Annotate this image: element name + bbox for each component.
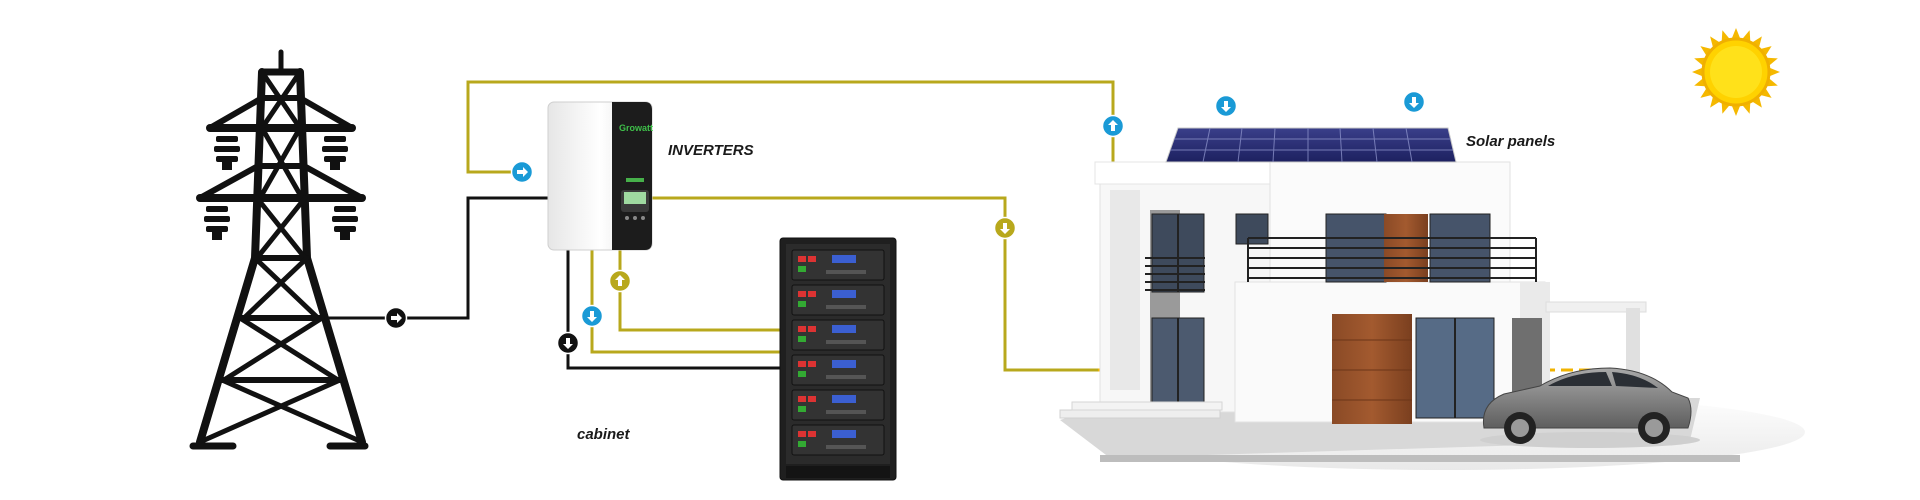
wire-inverter-cabinet-olive-1 bbox=[590, 250, 780, 354]
battery-module bbox=[791, 249, 885, 281]
arrow-icon bbox=[993, 216, 1017, 240]
battery-module bbox=[791, 354, 885, 386]
arrow-icon bbox=[510, 160, 534, 184]
solar-panel-icon bbox=[1165, 127, 1457, 163]
sun-ray bbox=[1721, 102, 1730, 114]
arrow-icon bbox=[608, 269, 632, 293]
transmission-tower-icon bbox=[189, 49, 369, 450]
sun-ray bbox=[1710, 36, 1720, 48]
wire-solar-to-inverter bbox=[466, 80, 1115, 250]
sun-ray bbox=[1760, 46, 1772, 56]
arrow-badges bbox=[384, 90, 1426, 355]
sun-ray bbox=[1721, 30, 1730, 42]
sun-ray bbox=[1752, 36, 1762, 48]
sun-ray bbox=[1700, 46, 1712, 56]
sun-ray bbox=[1760, 88, 1772, 98]
sun-ray bbox=[1692, 67, 1703, 77]
sun-ray bbox=[1694, 78, 1706, 87]
battery-module bbox=[791, 319, 885, 351]
sun-ray bbox=[1766, 57, 1778, 66]
inverter-icon bbox=[547, 101, 653, 251]
wire-inverter-to-house bbox=[652, 196, 1098, 372]
wire-inverter-cabinet-black bbox=[566, 250, 780, 370]
sun-ray bbox=[1731, 105, 1741, 116]
sun-ray bbox=[1731, 28, 1741, 39]
arrow-icon bbox=[1101, 114, 1125, 138]
arrow-icon bbox=[1214, 94, 1238, 118]
house-icon bbox=[1059, 161, 1805, 470]
wire-inverter-cabinet-olive-2 bbox=[618, 250, 780, 332]
arrow-icon bbox=[1402, 90, 1426, 114]
solar-panels-label: Solar panels bbox=[1466, 133, 1556, 150]
sun-ray bbox=[1742, 30, 1751, 42]
sun-ray bbox=[1710, 96, 1720, 108]
sun-icon bbox=[1692, 28, 1780, 116]
battery-module bbox=[791, 424, 885, 456]
inverters-label: INVERTERS bbox=[668, 142, 754, 159]
arrow-icon bbox=[580, 304, 604, 328]
sun-ray bbox=[1742, 102, 1751, 114]
battery-cabinet-icon bbox=[779, 237, 897, 481]
sun-ray bbox=[1694, 57, 1706, 66]
sun-ray bbox=[1700, 88, 1712, 98]
arrow-icon bbox=[384, 306, 408, 330]
arrow-icon bbox=[556, 331, 580, 355]
car-icon bbox=[1480, 367, 1700, 448]
battery-module bbox=[791, 389, 885, 421]
battery-module bbox=[791, 284, 885, 316]
sun-ray bbox=[1769, 67, 1780, 77]
cabinet-label: cabinet bbox=[577, 426, 630, 443]
insulators bbox=[204, 136, 358, 240]
inverter-brand: Growatt bbox=[619, 123, 653, 133]
sun-ray bbox=[1752, 96, 1762, 108]
sun-ray bbox=[1766, 78, 1778, 87]
